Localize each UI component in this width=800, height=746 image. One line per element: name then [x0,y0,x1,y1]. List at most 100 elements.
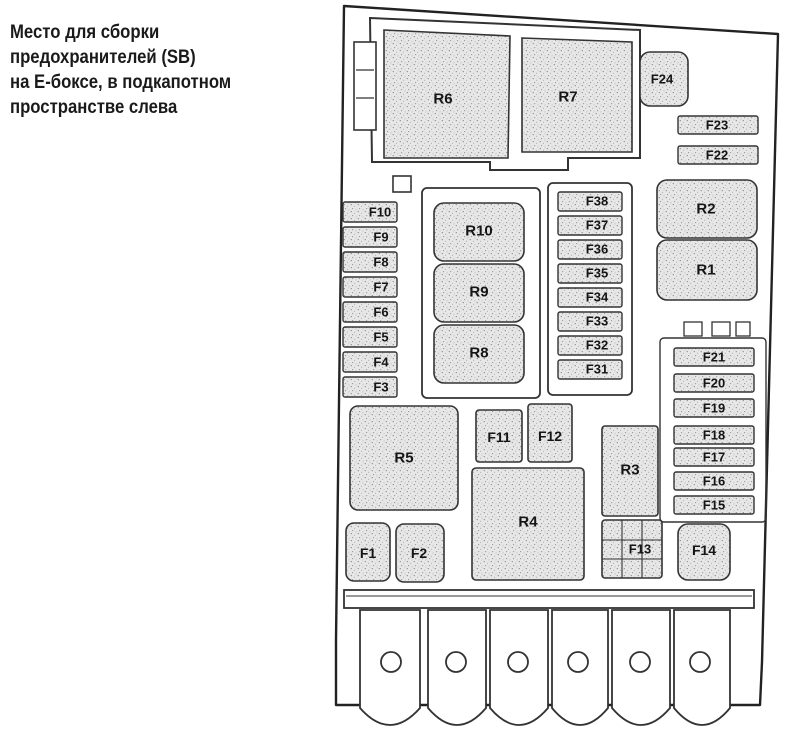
small-tab [392,175,412,193]
label-f12: F12 [538,428,562,444]
relay-r6 [383,29,511,159]
fuse-f31 [557,359,623,380]
connector-clip [735,321,751,337]
fuse-f6 [342,301,398,323]
lower-right-frame [659,337,767,523]
label-f37: F37 [586,218,608,233]
label-f31: F31 [586,362,608,377]
label-f33: F33 [586,314,608,329]
fuse-f3 [342,376,398,398]
label-r1: R1 [696,262,715,279]
fuse-f11 [475,409,523,463]
fuse-f8 [342,251,398,273]
caption-line-2: предохранителей (SB) [10,47,196,68]
fuse-f18 [673,425,755,445]
fuse-f35 [557,263,623,284]
left-fuse-column [342,201,398,398]
fuse-f16 [673,471,755,491]
fuse-f37 [557,215,623,236]
terminal-strip-bar [343,589,755,609]
bolt-hole [380,651,402,673]
label-r10: R10 [465,223,493,240]
label-r3: R3 [620,462,639,479]
relay-r3 [601,425,659,517]
label-r6: R6 [433,91,452,108]
bolt-hole [689,651,711,673]
label-f1: F1 [360,545,377,561]
right-fuse-column [673,115,759,515]
fuse-f22 [677,145,759,165]
power-terminal-block [359,609,731,726]
label-f20: F20 [703,376,725,391]
label-f32: F32 [586,338,608,353]
label-f15: F15 [703,498,725,513]
label-f6: F6 [373,305,388,320]
label-f14: F14 [692,542,716,558]
connector-clip [711,321,731,337]
fuse-f20 [673,373,755,393]
caption-line-4: пространстве слева [10,97,178,118]
relay-r7 [521,37,633,153]
bolt-hole [567,651,589,673]
label-r4: R4 [518,514,538,531]
fuse-f15 [673,495,755,515]
label-f3: F3 [373,380,388,395]
fuse-f13 [601,519,663,579]
label-r5: R5 [394,450,413,467]
label-f24: F24 [651,72,674,87]
fuse-f21 [673,347,755,367]
bolt-hole [445,651,467,673]
r8-r10-frame [421,187,541,399]
label-f11: F11 [487,429,511,445]
connector-clip [683,321,703,337]
bolt-hole [507,651,529,673]
caption-line-1: Место для сборки [10,22,160,43]
label-f18: F18 [703,428,725,443]
relay-r10 [433,202,525,262]
fuse-f10 [342,201,398,223]
label-r9: R9 [469,284,488,301]
fuse-f36 [557,239,623,260]
label-f23: F23 [706,118,728,133]
label-f4: F4 [373,355,389,370]
caption-line-3: на E-боксе, в подкапотном [10,72,232,93]
label-f22: F22 [706,148,728,163]
fuse-f34 [557,287,623,308]
relay-r5 [349,405,459,511]
fuse-f1 [345,522,391,582]
label-f13: F13 [629,542,651,557]
r6-side-bracket [353,41,377,131]
fuse-f33 [557,311,623,332]
label-f36: F36 [586,242,608,257]
label-f2: F2 [411,545,428,561]
label-f34: F34 [586,290,609,305]
relay-r1 [656,239,758,301]
fuse-f4 [342,351,398,373]
terminal-bolts [380,651,711,673]
relay-r2 [656,179,758,239]
fuse-f2 [395,523,445,583]
label-f17: F17 [703,450,725,465]
label-f35: F35 [586,266,608,281]
f31-f38-frame [547,182,633,396]
relay-r4 [471,467,585,581]
label-f8: F8 [373,255,388,270]
fuse-f17 [673,447,755,467]
label-f5: F5 [373,330,388,345]
label-f19: F19 [703,401,725,416]
label-f16: F16 [703,474,725,489]
label-r2: R2 [696,201,715,218]
fuse-f19 [673,398,755,418]
fuse-f5 [342,326,398,348]
label-f21: F21 [703,350,725,365]
label-f10: F10 [369,205,391,220]
diagram-caption: Место для сборки предохранителей (SB) на… [10,20,274,120]
label-r7: R7 [558,89,577,106]
label-f7: F7 [373,280,388,295]
fuse-f12 [527,403,573,463]
fuse-f24 [639,51,689,107]
fuse-f14 [677,523,731,581]
fuse-f9 [342,226,398,248]
fuse-f32 [557,335,623,356]
